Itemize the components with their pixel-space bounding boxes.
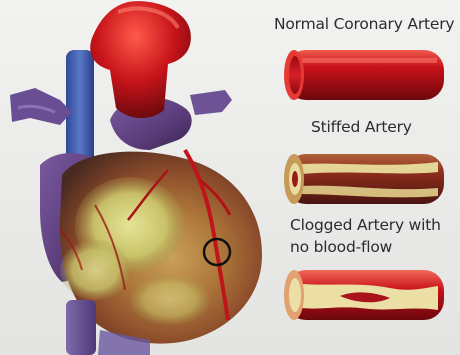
heart-illustration <box>0 0 270 355</box>
caption-clogged-artery-line1: Clogged Artery with <box>290 216 441 234</box>
caption-normal-artery: Normal Coronary Artery <box>274 15 454 33</box>
caption-stiffed-artery: Stiffed Artery <box>311 118 412 136</box>
pulmonary-vein-right <box>190 90 232 115</box>
vena-cava <box>66 50 94 170</box>
stiffed-artery-tube <box>280 148 448 210</box>
aorta <box>90 1 191 118</box>
caption-clogged-artery-line2: no blood-flow <box>290 238 392 256</box>
clogged-artery-tube <box>280 264 448 326</box>
normal-artery-tube <box>280 44 448 106</box>
inferior-vena-cava <box>66 300 96 355</box>
